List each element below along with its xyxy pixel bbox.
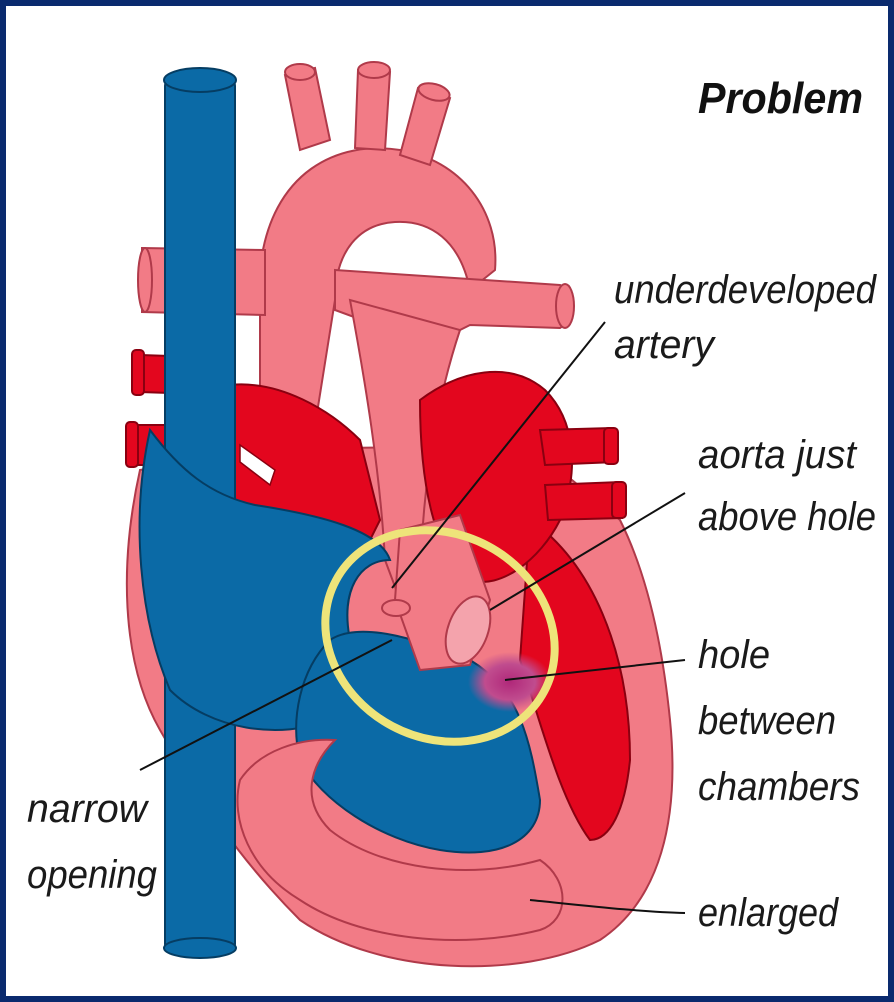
svg-text:enlarged: enlarged: [698, 891, 840, 935]
diagram-title: Problem: [698, 74, 863, 123]
label-aorta-above-hole: aorta just above hole: [698, 433, 876, 539]
svg-text:underdeveloped: underdeveloped: [614, 268, 878, 312]
svg-text:narrow: narrow: [27, 787, 150, 831]
label-narrow-opening: narrow opening: [27, 787, 157, 897]
narrow-opening-valve: [382, 600, 410, 616]
arch-branches: [285, 62, 452, 165]
svg-text:opening: opening: [27, 853, 157, 897]
label-enlarged: enlarged: [698, 891, 840, 935]
svg-text:between: between: [698, 699, 836, 743]
svg-text:hole: hole: [698, 633, 770, 677]
svg-text:chambers: chambers: [698, 765, 860, 809]
label-underdeveloped-artery: underdeveloped artery: [614, 268, 878, 367]
svg-text:artery: artery: [614, 323, 717, 367]
svg-text:above hole: above hole: [698, 495, 876, 539]
svg-text:aorta just: aorta just: [698, 433, 858, 477]
label-hole-between-chambers: hole between chambers: [698, 633, 860, 809]
